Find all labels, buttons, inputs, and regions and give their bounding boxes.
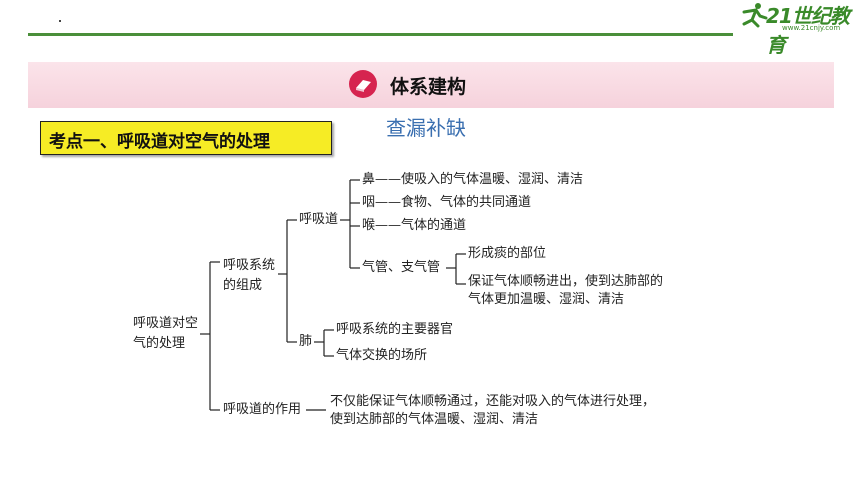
function-node: 呼吸道的作用 bbox=[223, 402, 302, 417]
composition-node-line2: 的组成 bbox=[223, 278, 263, 293]
pharynx-item: 咽——食物、气体的共同通道 bbox=[362, 195, 532, 210]
trachea-item-phlegm: 形成痰的部位 bbox=[468, 246, 547, 261]
topic-label: 考点一、呼吸道对空气的处理 bbox=[49, 132, 270, 152]
trachea-item-function: 保证气体顺畅进出，使到达肺部的 bbox=[468, 274, 664, 289]
airway-node: 呼吸道 bbox=[299, 212, 339, 227]
logo-text: 21世纪教育 bbox=[766, 4, 850, 57]
larynx-item: 喉——气体的通道 bbox=[362, 218, 467, 233]
lung-item-organ: 呼吸系统的主要器官 bbox=[336, 322, 454, 337]
site-logo: 21世纪教育 www.21cnjy.com bbox=[738, 2, 858, 57]
header-divider bbox=[28, 33, 733, 36]
logo-url: www.21cnjy.com bbox=[782, 24, 841, 32]
root-node: 呼吸道对空 bbox=[133, 316, 199, 331]
banner-title: 体系建构 bbox=[390, 76, 467, 98]
decor-dot bbox=[59, 20, 61, 22]
book-icon bbox=[349, 70, 377, 98]
topic-box: 考点一、呼吸道对空气的处理 bbox=[40, 121, 332, 155]
nose-item: 鼻——使吸入的气体温暖、湿润、清洁 bbox=[362, 172, 584, 187]
lung-item-exchange: 气体交换的场所 bbox=[336, 348, 428, 363]
function-desc-line2: 使到达肺部的气体温暖、湿润、清洁 bbox=[330, 412, 539, 427]
trachea-item-function-line2: 气体更加温暖、湿润、清洁 bbox=[468, 292, 625, 307]
banner-subtitle: 查漏补缺 bbox=[386, 116, 466, 140]
root-node-line2: 气的处理 bbox=[133, 336, 186, 351]
trachea-node: 气管、支气管 bbox=[362, 260, 441, 275]
runner-icon bbox=[742, 3, 768, 28]
lung-node: 肺 bbox=[299, 334, 313, 349]
header-bar bbox=[28, 20, 860, 48]
composition-node: 呼吸系统 bbox=[223, 258, 276, 273]
function-desc: 不仅能保证气体顺畅通过，还能对吸入的气体进行处理， bbox=[330, 394, 656, 409]
section-banner bbox=[28, 62, 834, 108]
